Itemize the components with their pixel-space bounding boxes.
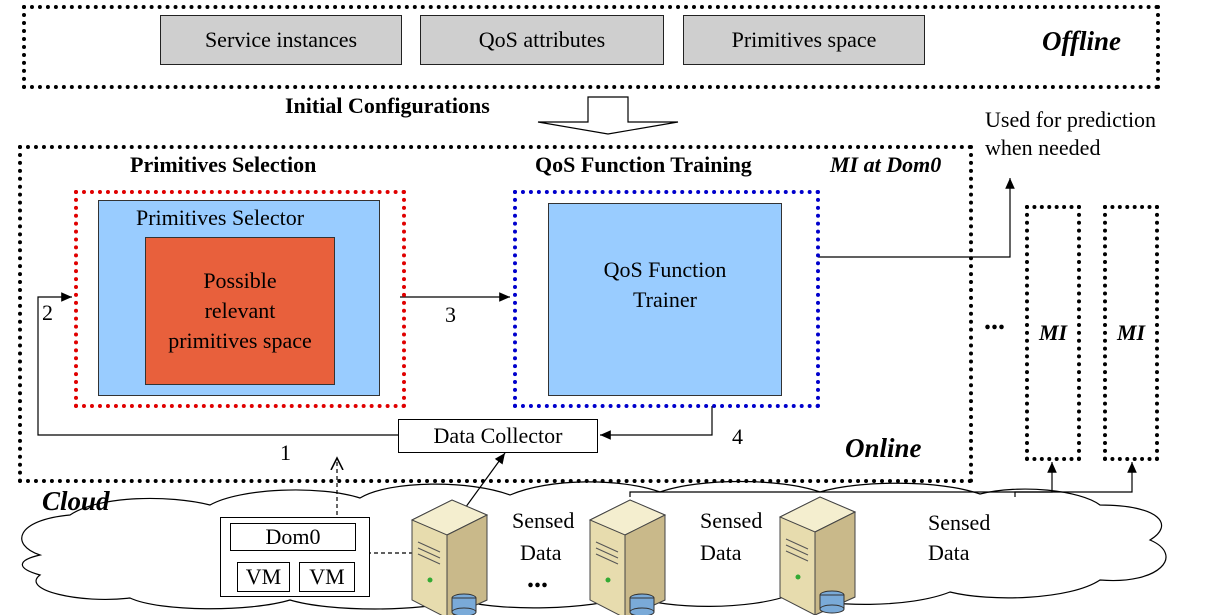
step-1: 1	[280, 440, 291, 465]
offline-region	[22, 5, 1160, 89]
prediction-note-line1: Used for prediction	[985, 107, 1157, 132]
mi-ellipsis: ...	[984, 305, 1005, 336]
primitives-space-inner-box: Possible relevant primitives space	[145, 237, 335, 385]
cloud-label: Cloud	[42, 486, 110, 516]
online-region	[18, 145, 973, 483]
vm-box-2: VM	[299, 562, 355, 592]
qos-attributes-box: QoS attributes	[420, 15, 664, 65]
initial-config-arrow	[537, 96, 679, 135]
mi-box-1-label: MI	[1038, 320, 1068, 345]
server-ellipsis: ...	[527, 563, 548, 594]
sensed-data-3-line1: Sensed	[928, 510, 991, 535]
arrow-1-2	[37, 292, 398, 436]
arrow-4	[600, 406, 713, 440]
dom0-box: Dom0	[230, 523, 356, 551]
sensed-data-3-line2: Data	[928, 540, 970, 565]
step-3: 3	[445, 302, 456, 327]
sensed-data-2-line1: Sensed	[700, 508, 763, 533]
server-icon	[588, 499, 667, 615]
service-instances-box: Service instances	[160, 15, 402, 65]
qos-function-trainer-box: QoS Function Trainer	[548, 203, 782, 396]
server-to-collector-arrow	[459, 452, 506, 516]
server-icon	[778, 496, 857, 615]
primitives-selection-region	[74, 190, 406, 408]
primitives-space-box: Primitives space	[683, 15, 925, 65]
data-collector-box: Data Collector	[398, 419, 598, 453]
sensed-data-1-line1: Sensed	[512, 508, 575, 533]
mi-link-1	[629, 462, 1057, 497]
server-icon	[410, 499, 489, 615]
trainer-line2: Trainer	[633, 286, 697, 312]
primitives-selection-heading: Primitives Selection	[130, 152, 317, 177]
offline-label: Offline	[1042, 26, 1121, 56]
step-2: 2	[42, 300, 53, 325]
mi-box-1: MI	[1025, 205, 1081, 461]
trainer-line1: QoS Function	[603, 256, 727, 282]
vm-box-1: VM	[237, 562, 290, 592]
step-4: 4	[732, 424, 743, 449]
mi-at-dom0-label: MI at Dom0	[830, 152, 942, 177]
online-label: Online	[845, 433, 922, 463]
prediction-arrow	[818, 178, 1015, 258]
initial-configurations-label: Initial Configurations	[285, 93, 490, 118]
prediction-note-line2: when needed	[985, 135, 1101, 160]
mi-link-2	[1014, 462, 1137, 497]
mi-box-2-label: MI	[1116, 320, 1146, 345]
sensed-data-2-line2: Data	[700, 540, 742, 565]
space-line1: Possible	[203, 268, 277, 293]
qos-training-heading: QoS Function Training	[535, 152, 752, 177]
space-line2: relevant	[204, 298, 276, 323]
qos-training-region	[513, 190, 820, 408]
mi-box-2: MI	[1103, 205, 1159, 461]
primitives-selector-label: Primitives Selector	[136, 205, 305, 230]
sensed-data-1-line2: Data	[520, 540, 562, 565]
space-line3: primitives space	[168, 328, 312, 353]
